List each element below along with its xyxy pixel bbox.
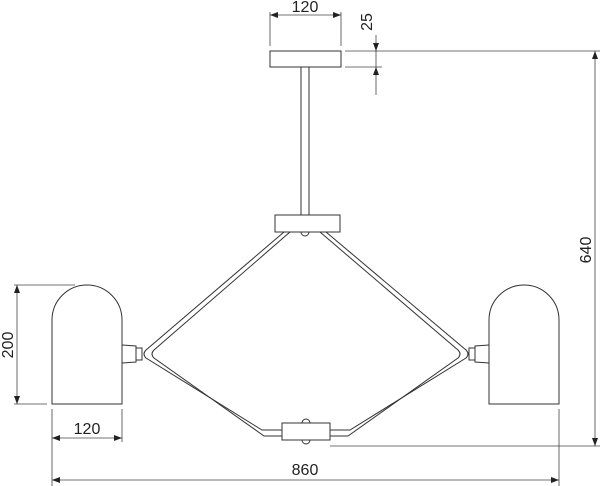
center-hub-bottom (281, 418, 331, 445)
stem (300, 66, 310, 216)
dim-canopy-height: 25 (345, 13, 600, 95)
dim-total-height: 640 (330, 51, 600, 447)
left-shade (51, 284, 143, 405)
center-hub-top (274, 214, 341, 237)
dim-label: 200 (0, 332, 17, 359)
dim-label: 640 (578, 237, 595, 264)
right-shade (468, 284, 560, 405)
dim-total-width: 860 (52, 409, 560, 486)
dim-canopy-width: 120 (269, 0, 342, 46)
frame-arms (143, 231, 469, 437)
dim-label: 860 (292, 462, 319, 479)
dim-shade-height: 200 (0, 284, 75, 405)
dim-shade-width: 120 (51, 409, 123, 486)
ceiling-canopy (269, 50, 342, 68)
dim-label: 120 (74, 421, 101, 438)
dim-label: 120 (292, 0, 319, 16)
dim-label: 25 (359, 13, 376, 31)
